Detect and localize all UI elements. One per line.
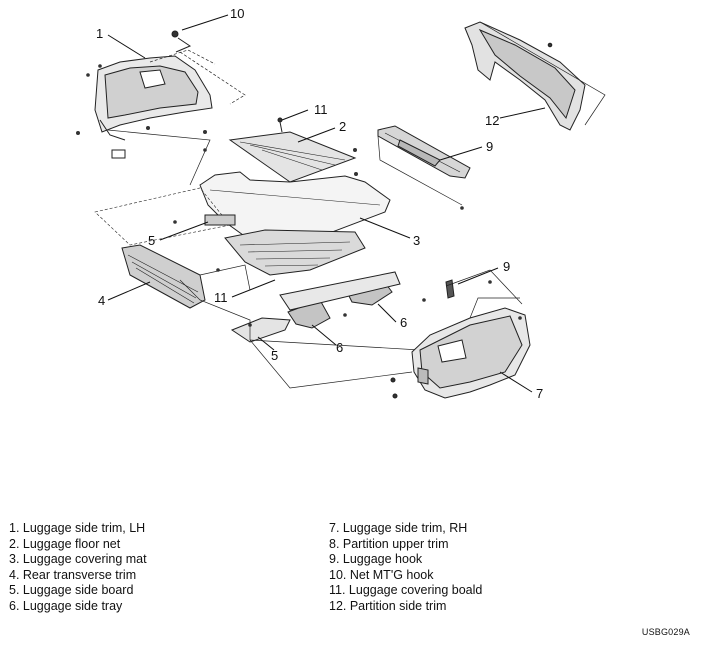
part-luggage-covering-board [224, 229, 366, 276]
legend-item: 7. Luggage side trim, RH [329, 521, 468, 535]
fasteners [76, 64, 522, 327]
part-partition-upper-trim [377, 125, 471, 206]
part-partition-side-trim [464, 21, 606, 131]
exploded-parts-diagram: 1 10 11 2 12 9 3 5 4 11 9 6 6 5 7 [76, 6, 606, 401]
callout-11-lower: 11 [214, 290, 228, 305]
legend-item: 12. Partition side trim [329, 598, 447, 613]
legend-item: 10. Net MT'G hook [329, 567, 434, 582]
callout-9-upper: 9 [486, 139, 493, 154]
callout-12: 12 [485, 113, 499, 128]
callout-6-left: 6 [336, 340, 343, 355]
legend-item: 1. Luggage side trim, LH [9, 521, 146, 535]
callout-3: 3 [413, 233, 420, 248]
callout-6-right: 6 [400, 315, 407, 330]
callout-11-upper: 11 [314, 102, 328, 117]
part-net-mtg-hook [171, 30, 192, 53]
part-luggage-side-trim-lh [94, 55, 213, 159]
callout-9-lower: 9 [503, 259, 510, 274]
legend-item: 3. Luggage covering mat [9, 552, 147, 567]
part-luggage-floor-net [228, 117, 357, 183]
parts-legend-left: 1. Luggage side trim, LH 2. Luggage floo… [9, 521, 147, 615]
legend-item: 6. Luggage side tray [9, 598, 123, 613]
legend-item: 9. Luggage hook [329, 552, 423, 567]
callout-1: 1 [96, 26, 103, 41]
callout-7: 7 [536, 386, 543, 401]
part-luggage-hook [445, 269, 523, 305]
legend-item: 2. Luggage floor net [9, 536, 121, 551]
legend-item: 5. Luggage side board [9, 583, 134, 598]
callout-4: 4 [98, 293, 105, 308]
parts-legend-right: 7. Luggage side trim, RH 8. Partition up… [329, 521, 482, 615]
callout-2: 2 [339, 119, 346, 134]
callout-10: 10 [230, 6, 244, 21]
callout-5-upper: 5 [148, 233, 155, 248]
part-luggage-side-board [230, 271, 401, 343]
legend-item: 11. Luggage covering boald [329, 583, 483, 598]
callout-5-lower: 5 [271, 348, 278, 363]
part-luggage-side-trim-rh [411, 297, 531, 399]
legend-item: 4. Rear transverse trim [9, 567, 137, 582]
legend-item: 8. Partition upper trim [329, 536, 449, 551]
leader-lines [107, 14, 546, 393]
part-rear-transverse-trim [121, 244, 251, 309]
figure-code: USBG029A [641, 627, 690, 637]
